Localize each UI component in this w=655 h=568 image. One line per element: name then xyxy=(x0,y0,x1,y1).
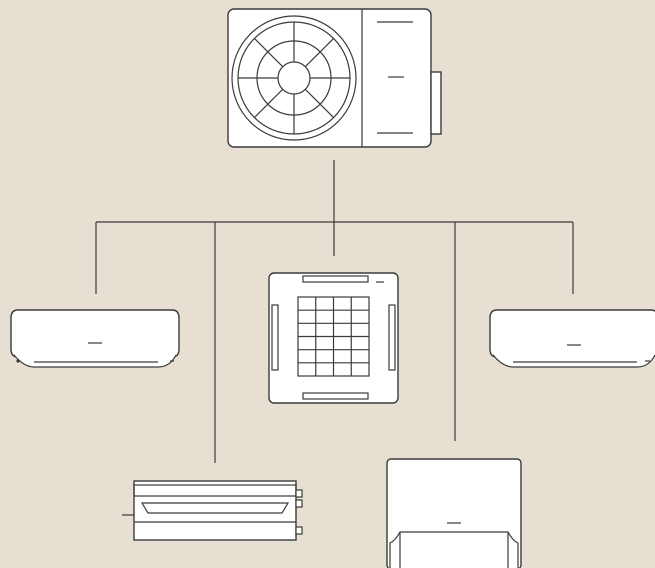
louver-right xyxy=(388,304,396,371)
refrigerant-piping xyxy=(95,160,574,463)
outdoor-condenser-unit-icon xyxy=(227,8,442,148)
floor-console-unit-icon xyxy=(386,458,522,568)
ducted-ceiling-unit-icon xyxy=(122,480,303,541)
ceiling-cassette-unit-icon xyxy=(268,272,399,404)
fan-grille-icon xyxy=(231,15,357,141)
louver-top xyxy=(302,275,369,283)
wall-mounted-split-unit-icon xyxy=(489,309,655,368)
return-air-grille xyxy=(297,296,370,377)
service-valve-panel xyxy=(430,71,442,135)
wall-mounted-split-unit-icon xyxy=(10,309,180,368)
louver-left xyxy=(271,304,279,371)
louver-bottom xyxy=(302,392,369,400)
